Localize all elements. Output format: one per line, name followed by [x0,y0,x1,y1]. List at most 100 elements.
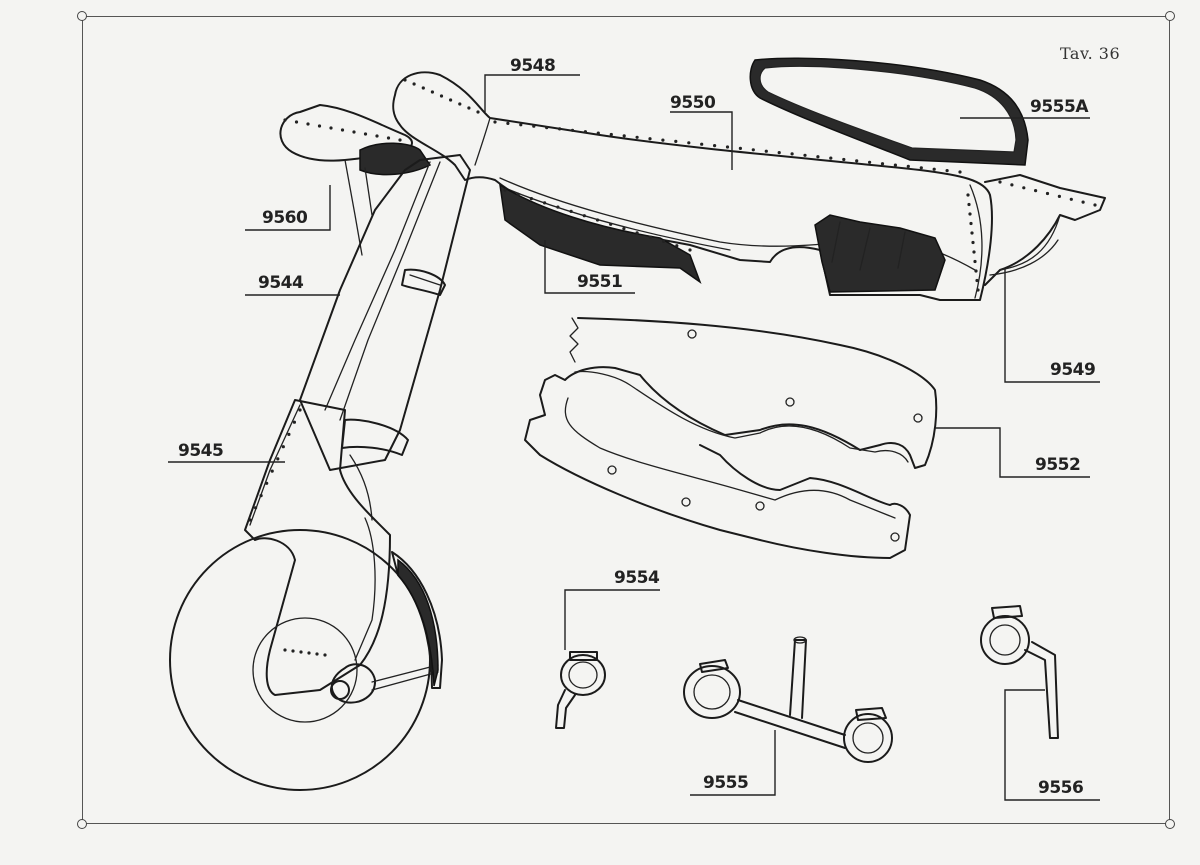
rivet-dot [674,139,678,143]
label-9555a: 9555A [1030,97,1088,117]
rivet-dot [323,653,327,657]
rivet-dot [340,128,345,132]
rivet-dot [968,212,972,216]
rivet-dot [1057,194,1061,198]
label-9545: 9545 [178,441,224,461]
rivet-dot [270,469,274,473]
rivet-dot [248,518,252,522]
rivet-dot [375,134,379,138]
rivet-dot [449,98,453,102]
rivet-dot [967,202,971,207]
rivet-dot [725,145,730,149]
rivet-dot [315,652,319,656]
rivet-dot [1069,197,1073,201]
rivet-dot [503,188,507,192]
frame-corner-top-right [1165,11,1175,21]
rivet-dot [790,152,794,156]
rivet-dot [254,506,258,510]
rivet-dot [1022,186,1026,190]
rivet-dot [529,197,534,201]
rivet-dot [958,170,962,174]
rivet-dot [1081,200,1085,204]
rivet-dot [276,457,280,461]
part-9556-clamp [980,605,1059,739]
rivet-dot [570,128,575,132]
leader-9556 [1004,689,1100,801]
rivet-dot [622,134,626,138]
part-9555a-lid [749,57,1029,166]
rivet-dot [403,78,407,82]
rivet-dot [945,169,949,173]
rivet-dot [998,180,1002,184]
part-9549-rear-tail [984,174,1106,286]
rivet-dot [545,126,549,130]
rivet-dot [648,137,652,141]
rivet-dot [868,160,872,164]
rivet-dot [738,146,743,150]
leader-9551 [544,240,635,294]
label-9544: 9544 [258,273,304,293]
leader-9560 [245,185,331,231]
rivet-dot [519,123,523,127]
rivet-dot [458,102,462,106]
rivet-dot [803,153,807,157]
rivet-dot [306,122,310,126]
rivet-dot [398,138,402,142]
label-9552: 9552 [1035,455,1081,475]
frame-corner-top-left [77,11,87,21]
rivet-dot [265,481,269,485]
rivet-dot [430,90,434,94]
leader-9550 [670,111,733,170]
rivet-dot [829,156,833,160]
rivet-dot [421,86,425,90]
rivet-dot [283,648,287,652]
plate-frame [82,16,1170,824]
rivet-dot [966,193,970,197]
rivet-dot [700,142,704,146]
rivet-dot [973,259,977,264]
rivet-dot [352,130,356,134]
rivet-dot [476,110,480,114]
rivet-dot [569,209,573,213]
rivet-dot [687,141,691,145]
label-9555: 9555 [703,773,749,793]
rivet-dots [248,78,1097,657]
rivet-dot [363,132,368,136]
leader-9554 [564,589,660,650]
label-9560: 9560 [262,208,308,228]
part-9545-front-leg [244,399,439,704]
rivet-dot [532,124,536,128]
rivet-dot [283,118,287,122]
front-wheel [169,529,443,791]
label-9550: 9550 [670,93,716,113]
rivet-dot [558,127,562,131]
leader-9552 [935,427,1090,478]
part-9554-clamp [555,651,606,729]
leader-9549 [1004,268,1100,383]
label-9548: 9548 [510,56,556,76]
rivet-dot [299,650,303,654]
rivet-dot [386,136,391,140]
rivet-dot [439,94,444,98]
rivet-dot [307,651,311,655]
rivet-dot [287,432,291,436]
rivet-dot [764,149,768,153]
rivet-dot [1045,191,1050,196]
rivet-dot [842,157,846,162]
frame-corner-bottom-right [1165,819,1175,829]
rivet-dot [467,106,471,110]
part-9544-steering-column [299,154,471,521]
rivet-dot [259,494,263,498]
leader-9555 [690,730,776,796]
rivet-dot [582,214,586,218]
rivet-dot [816,155,820,159]
rivet-dot [906,164,910,168]
part-9551-side-panel [499,183,946,293]
frame-corner-bottom-left [77,819,87,829]
rivet-dot [635,135,639,139]
rivet-dot [298,408,302,412]
rivet-dot [294,120,299,124]
rivet-dot [688,248,692,252]
